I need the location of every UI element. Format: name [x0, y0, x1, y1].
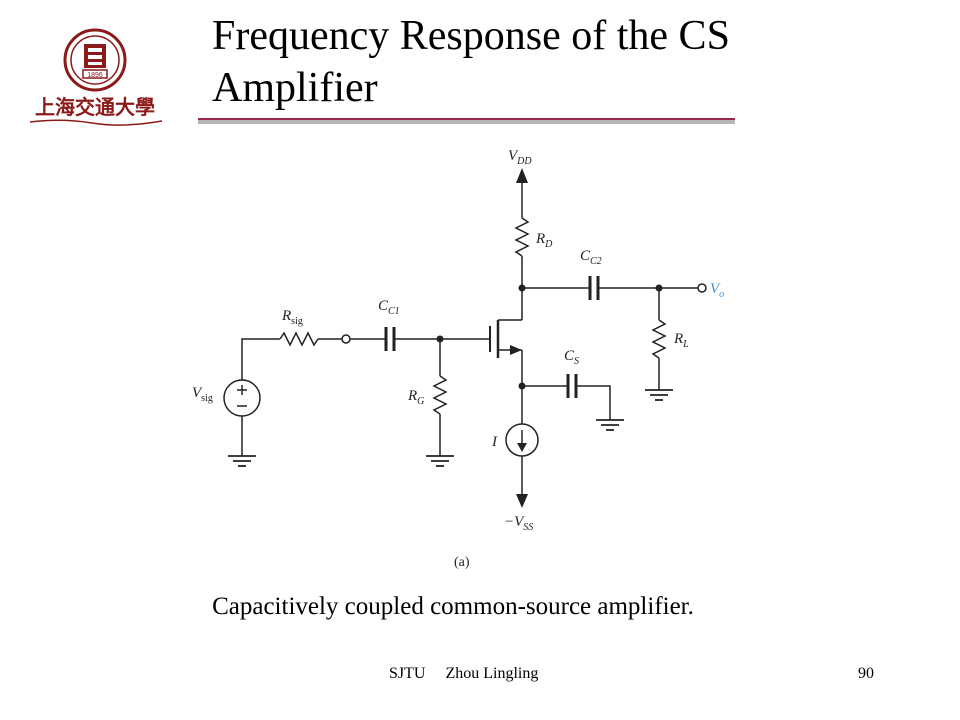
- logo-year: 1896: [87, 72, 103, 79]
- vdd-arrow: [516, 168, 528, 183]
- label-i: I: [491, 434, 498, 450]
- junction-drain: [518, 284, 526, 292]
- title-underline: [198, 118, 735, 124]
- figure-label: (a): [454, 555, 470, 570]
- label-vo: Vo: [710, 281, 724, 300]
- ground-symbol-rg: [426, 455, 454, 467]
- label-cc2: CC2: [580, 248, 602, 267]
- slide-title: Frequency Response of the CS Amplifier: [212, 10, 912, 114]
- junction-source: [518, 382, 526, 390]
- label-rd: RD: [535, 231, 553, 250]
- logo-emblem: 1896: [63, 28, 127, 92]
- cs-ground-wire: [576, 385, 611, 420]
- slide-title-line2: Amplifier: [212, 65, 378, 111]
- label-cc1: CC1: [378, 298, 400, 317]
- rl-resistor: [651, 319, 667, 359]
- ground-symbol-cs: [596, 419, 624, 431]
- footer-author: SJTU Zhou Lingling: [389, 665, 539, 682]
- vsig-top-wire: [241, 338, 280, 380]
- vss-arrow: [516, 494, 528, 508]
- label-rsig: Rsig: [281, 308, 303, 327]
- label-rl: RL: [673, 331, 689, 350]
- label-vsig: Vsig: [192, 385, 213, 404]
- current-source-arrow-head: [517, 443, 527, 452]
- junction-gate: [436, 335, 444, 343]
- rsig-resistor: [279, 331, 319, 347]
- ground-symbol-vsig: [228, 455, 256, 467]
- slide-title-line1: Frequency Response of the CS: [212, 13, 730, 59]
- label-cs: CS: [564, 348, 579, 367]
- vo-terminal: [697, 283, 707, 293]
- figure-caption: Capacitively coupled common-source ampli…: [212, 593, 694, 620]
- logo-script-line: [29, 119, 163, 126]
- input-terminal: [341, 334, 351, 344]
- logo-text: 上海交通大學: [35, 95, 155, 119]
- page-number: 90: [858, 665, 874, 682]
- sjtu-logo: 1896 上海交通大學: [29, 28, 163, 126]
- label-vdd: VDD: [508, 148, 532, 167]
- ground-symbol-rl: [645, 389, 673, 401]
- mosfet-source-arrow: [510, 345, 522, 355]
- label-rg: RG: [407, 388, 424, 407]
- junction-output: [655, 284, 663, 292]
- rd-resistor: [514, 217, 530, 257]
- label-vss: −VSS: [504, 514, 533, 533]
- rg-resistor: [432, 375, 448, 415]
